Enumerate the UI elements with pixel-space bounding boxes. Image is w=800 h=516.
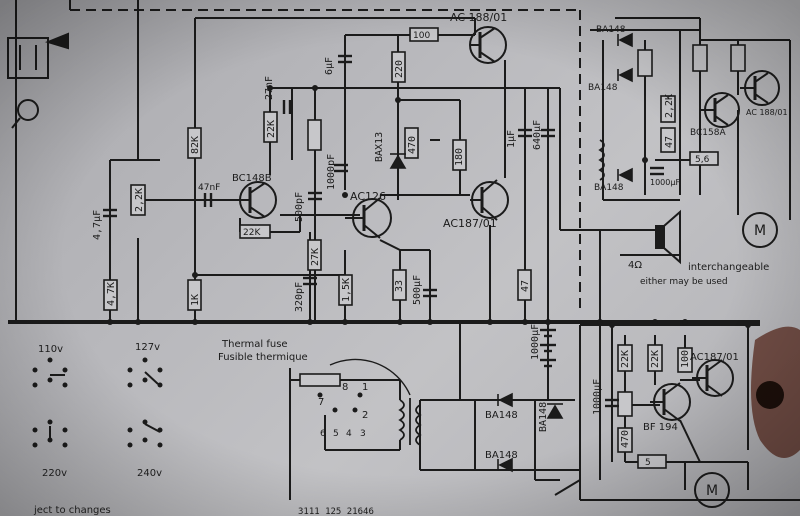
label-part-number: 3111 125 21646: [298, 507, 374, 516]
label-r-5-6: 5,6: [695, 155, 710, 165]
label-fusible-thermique: Fusible thermique: [218, 352, 308, 363]
label-cap-1000uf-c: 1000µF: [650, 178, 680, 187]
label-ba148-3: BA148: [594, 183, 624, 193]
label-either-may-be-used: either may be used: [640, 277, 728, 287]
label-ac126: AC126: [350, 190, 386, 203]
label-cap-6uf: 6µF: [324, 57, 335, 75]
labels: AC 188/01 BC148B AC126 AC187/01 BC158A A…: [33, 11, 788, 516]
label-110v: 110v: [38, 344, 63, 355]
label-ba148-5: BA148: [485, 450, 518, 461]
label-r-82k: 82K: [190, 136, 201, 154]
label-bf194: BF 194: [643, 422, 678, 433]
label-interchangeable: interchangeable: [688, 262, 769, 273]
terminal-6: 6: [320, 429, 326, 439]
label-cap-500pf: 500pF: [294, 192, 305, 222]
label-ba148-1: BA148: [596, 25, 626, 35]
label-cap-1000uf-b: 1000µF: [530, 324, 541, 360]
label-127v: 127v: [135, 342, 160, 353]
terminal-1: 1: [362, 382, 368, 393]
label-r-220: 220: [394, 60, 405, 78]
label-r-2-2k: 2,2K: [134, 188, 145, 212]
label-bc158a: BC158A: [690, 128, 726, 138]
label-cap-1000pf: 1000pF: [326, 154, 337, 190]
label-r-470-lower: 470: [620, 430, 631, 448]
label-motor-upper: M: [754, 223, 766, 239]
label-ba148-6: BA148: [538, 402, 549, 432]
label-cap-320pf: 320pF: [294, 282, 305, 312]
label-220v: 220v: [42, 468, 67, 479]
label-thermal-fuse: Thermal fuse: [221, 339, 288, 350]
label-cap-1uf: 1µF: [506, 130, 517, 148]
label-bc148b: BC148B: [232, 173, 272, 184]
label-r-27k: 27K: [310, 248, 321, 266]
label-ac188-right: AC 188/01: [746, 108, 788, 117]
label-r-180: 180: [454, 148, 465, 166]
label-r-1-5k: 1,5K: [341, 278, 352, 302]
label-r-100-lower: 100: [680, 350, 691, 368]
label-r-22k-lower-a: 22K: [620, 350, 631, 368]
label-r-100: 100: [413, 31, 430, 41]
terminal-4: 4: [346, 429, 352, 439]
label-ac187-mid: AC187/01: [443, 217, 497, 230]
label-240v: 240v: [137, 468, 162, 479]
terminal-7: 7: [318, 397, 324, 408]
label-ac187-lower: AC187/01: [690, 352, 739, 363]
label-subject-to-changes: ject to changes: [33, 505, 111, 516]
label-r-5: 5: [645, 458, 651, 468]
label-cap-500uf: 500µF: [412, 275, 423, 305]
terminal-8: 8: [342, 382, 348, 393]
terminal-2: 2: [362, 410, 368, 421]
label-cap-47uf: 4,7µF: [92, 210, 103, 240]
label-cap-27nf: 27nF: [264, 76, 275, 100]
label-ac188-top: AC 188/01: [450, 11, 507, 24]
label-motor-lower: M: [706, 483, 718, 499]
label-bax13: BAX13: [374, 132, 385, 162]
terminal-3: 3: [360, 429, 366, 439]
label-r-2-2k-right: 2,2K: [664, 94, 675, 118]
label-cap-47nf: 47nF: [198, 183, 220, 193]
label-r-22k-a: 22K: [243, 228, 261, 238]
label-r-47-a: 47: [520, 280, 531, 292]
label-cap-1000uf-a: 1000µF: [592, 379, 603, 415]
label-r-47-right: 47: [664, 136, 675, 148]
label-ba148-4: BA148: [485, 410, 518, 421]
label-r-1k: 1K: [190, 294, 201, 306]
label-cap-640uf: 640µF: [532, 120, 543, 150]
terminal-5: 5: [333, 429, 339, 439]
label-r-33: 33: [394, 280, 405, 292]
label-r-22k-b: 22K: [266, 120, 277, 138]
label-r-470: 470: [407, 136, 418, 154]
label-r-22k-lower-b: 22K: [650, 350, 661, 368]
label-r-4-7k: 4,7K: [106, 282, 117, 306]
label-speaker-ohm: 4Ω: [628, 260, 642, 271]
label-ba148-2: BA148: [588, 83, 618, 93]
